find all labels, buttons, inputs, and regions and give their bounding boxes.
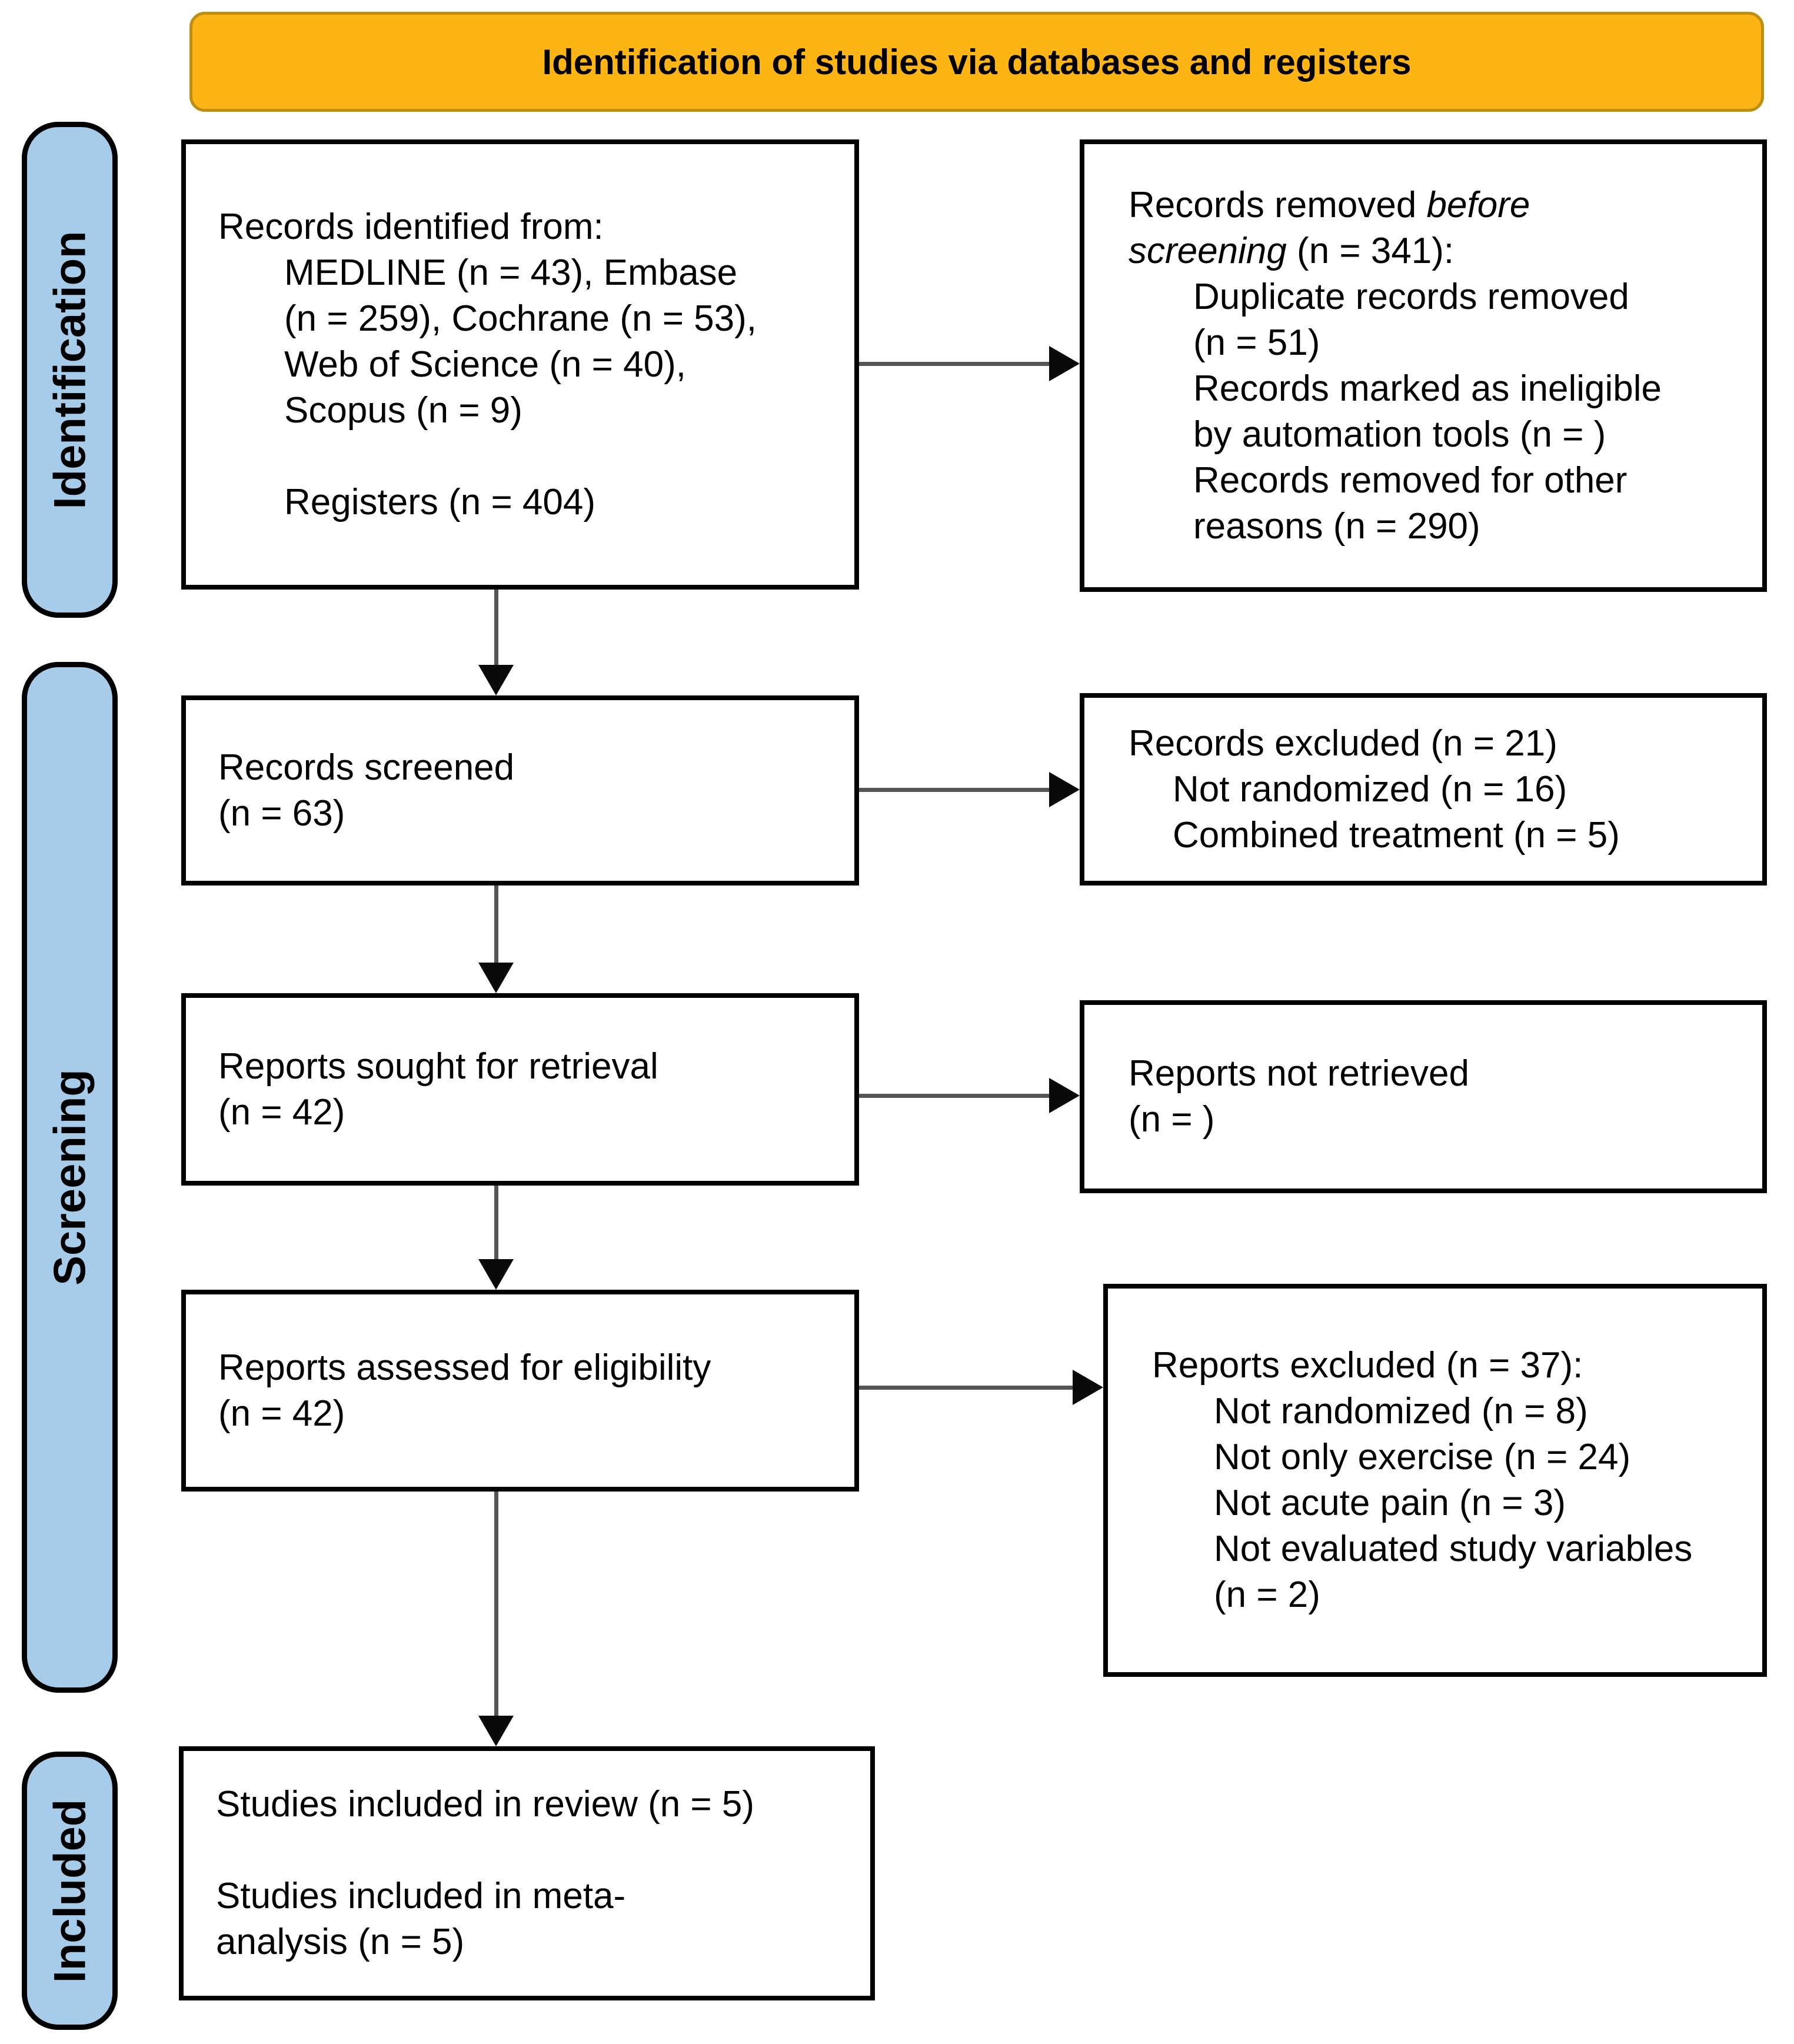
- arrow-identified-to-screened-line: [494, 590, 498, 667]
- records-removed-item-2: (n = 51): [1193, 322, 1320, 363]
- arrow-down-icon: [478, 1716, 514, 1746]
- reports-not-retrieved-line1: Reports not retrieved: [1129, 1053, 1469, 1094]
- records-removed-item-6: reasons (n = 290): [1193, 505, 1480, 547]
- records-identified-source-1: MEDLINE (n = 43), Embase: [284, 252, 738, 293]
- records-excluded-item-1: Not randomized (n = 16): [1173, 768, 1567, 810]
- reports-assessed-line2: (n = 42): [218, 1393, 345, 1434]
- arrow-screened-to-excluded-line: [859, 788, 1051, 792]
- arrow-sought-to-not-retrieved-line: [859, 1094, 1051, 1098]
- records-screened-line1: Records screened: [218, 747, 515, 788]
- studies-included-line2: Studies included in meta-: [216, 1876, 626, 1916]
- box-records-screened: Records screened (n = 63): [181, 695, 859, 885]
- stage-label-included: Included: [22, 1752, 118, 2030]
- records-removed-item-3: Records marked as ineligible: [1193, 368, 1662, 409]
- reports-excluded-item-3: Not acute pain (n = 3): [1214, 1483, 1566, 1523]
- box-reports-not-retrieved: Reports not retrieved (n = ): [1080, 1000, 1767, 1193]
- records-identified-source-3: Web of Science (n = 40),: [284, 344, 686, 385]
- arrow-identified-to-removed-line: [859, 362, 1051, 366]
- box-records-removed: Records removed before screening (n = 34…: [1080, 139, 1767, 592]
- spacer-line: [216, 1827, 864, 1873]
- records-removed-item-4: by automation tools (n = ): [1193, 414, 1606, 455]
- records-identified-registers: Registers (n = 404): [284, 481, 595, 522]
- records-excluded-title: Records excluded (n = 21): [1129, 723, 1557, 764]
- studies-included-line1: Studies included in review (n = 5): [216, 1784, 754, 1825]
- records-removed-title-normal-1: Records removed: [1129, 184, 1427, 225]
- box-records-identified: Records identified from: MEDLINE (n = 43…: [181, 139, 859, 590]
- arrow-assessed-to-excluded-line: [859, 1386, 1075, 1390]
- arrow-right-icon: [1049, 1078, 1080, 1113]
- stage-label-screening-text: Screening: [45, 1069, 95, 1286]
- arrow-assessed-to-included-line: [494, 1492, 498, 1718]
- records-excluded-item-2: Combined treatment (n = 5): [1173, 814, 1620, 855]
- box-reports-sought: Reports sought for retrieval (n = 42): [181, 993, 859, 1186]
- reports-sought-line2: (n = 42): [218, 1091, 345, 1133]
- reports-excluded-item-2: Not only exercise (n = 24): [1214, 1437, 1631, 1477]
- reports-not-retrieved-line2: (n = ): [1129, 1099, 1215, 1140]
- reports-excluded-title: Reports excluded (n = 37):: [1152, 1345, 1583, 1386]
- records-removed-item-1: Duplicate records removed: [1193, 276, 1629, 317]
- box-reports-excluded: Reports excluded (n = 37): Not randomize…: [1103, 1284, 1767, 1677]
- stage-label-included-text: Included: [45, 1799, 95, 1983]
- header-banner: Identification of studies via databases …: [189, 12, 1764, 112]
- records-identified-source-2: (n = 259), Cochrane (n = 53),: [284, 298, 757, 339]
- records-screened-line2: (n = 63): [218, 793, 345, 834]
- reports-excluded-item-1: Not randomized (n = 8): [1214, 1391, 1588, 1432]
- records-removed-item-5: Records removed for other: [1193, 460, 1627, 501]
- arrow-sought-to-assessed-line: [494, 1186, 498, 1261]
- records-removed-title-italic-2: screening: [1129, 230, 1287, 271]
- box-reports-assessed: Reports assessed for eligibility (n = 42…: [181, 1290, 859, 1492]
- records-removed-title-line2: screening (n = 341):: [1129, 228, 1756, 274]
- reports-assessed-line1: Reports assessed for eligibility: [218, 1347, 711, 1388]
- records-removed-title-italic-1: before: [1426, 184, 1530, 225]
- box-studies-included: Studies included in review (n = 5) Studi…: [179, 1746, 875, 2000]
- stage-label-screening: Screening: [22, 662, 118, 1693]
- studies-included-line3: analysis (n = 5): [216, 1922, 465, 1962]
- records-identified-intro: Records identified from:: [218, 206, 604, 247]
- arrow-down-icon: [478, 1259, 514, 1290]
- records-identified-source-4: Scopus (n = 9): [284, 390, 522, 431]
- spacer-line: [218, 434, 848, 480]
- arrow-right-icon: [1049, 772, 1080, 807]
- reports-excluded-item-4: Not evaluated study variables: [1214, 1529, 1693, 1569]
- header-title: Identification of studies via databases …: [542, 42, 1412, 82]
- reports-sought-line1: Reports sought for retrieval: [218, 1046, 658, 1087]
- arrow-down-icon: [478, 963, 514, 993]
- arrow-right-icon: [1049, 346, 1080, 381]
- box-records-excluded: Records excluded (n = 21) Not randomized…: [1080, 693, 1767, 885]
- stage-label-identification: Identification: [22, 122, 118, 618]
- arrow-screened-to-sought-line: [494, 885, 498, 965]
- arrow-down-icon: [478, 665, 514, 695]
- records-removed-title-normal-2: (n = 341):: [1286, 230, 1454, 271]
- arrow-right-icon: [1073, 1370, 1103, 1405]
- reports-excluded-item-5: (n = 2): [1214, 1574, 1320, 1615]
- records-removed-title-line1: Records removed before: [1129, 182, 1756, 228]
- stage-label-identification-text: Identification: [45, 231, 95, 509]
